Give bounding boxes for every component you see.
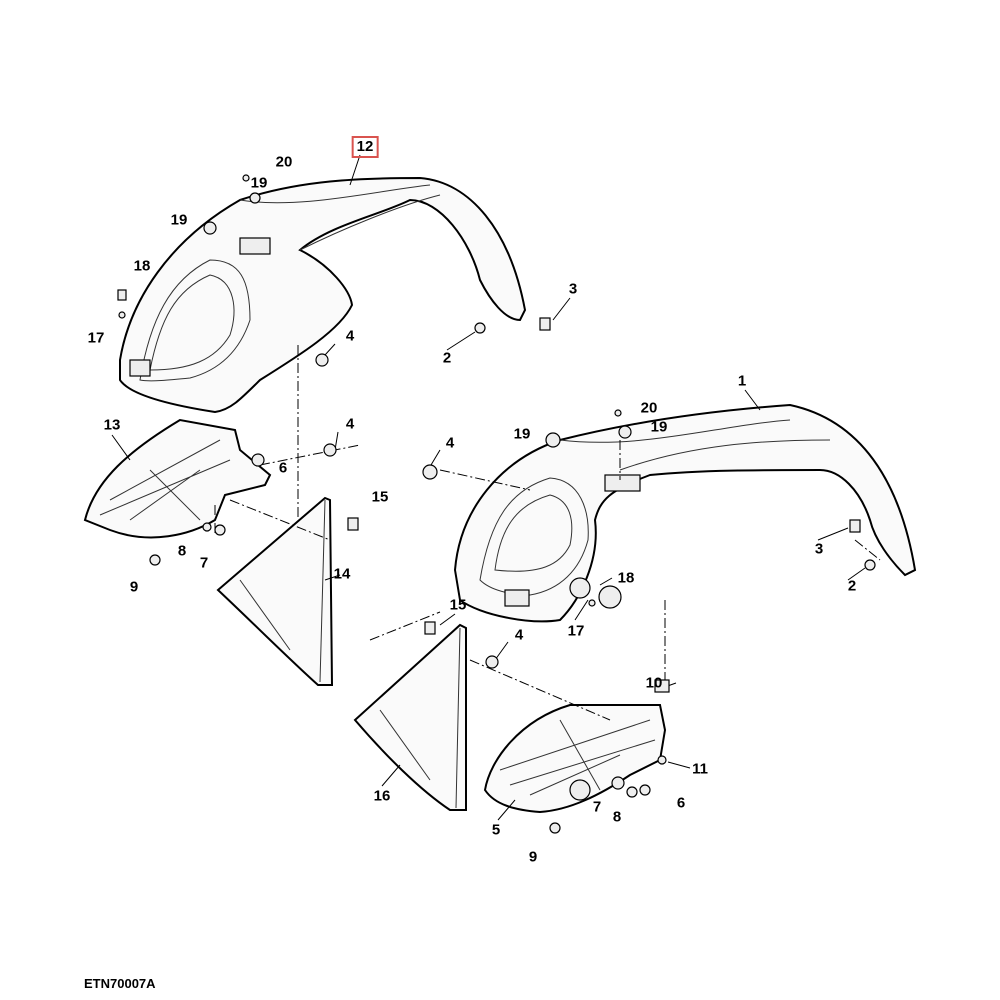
callout-3[interactable]: 3	[568, 280, 578, 298]
callout-18[interactable]: 18	[617, 569, 635, 587]
callout-15[interactable]: 15	[449, 596, 467, 614]
callout-4[interactable]: 4	[345, 415, 355, 433]
callout-17[interactable]: 17	[87, 329, 105, 347]
callout-17[interactable]: 17	[567, 622, 585, 640]
callout-6[interactable]: 6	[278, 459, 288, 477]
fender-left-part-12	[119, 176, 527, 414]
callout-19[interactable]: 19	[170, 211, 188, 229]
callout-5[interactable]: 5	[491, 821, 501, 839]
callout-4[interactable]: 4	[445, 434, 455, 452]
liner-left-part-13	[83, 418, 272, 539]
callout-6[interactable]: 6	[676, 794, 686, 812]
callout-10[interactable]: 10	[645, 674, 663, 692]
callout-19[interactable]: 19	[250, 174, 268, 192]
callout-8[interactable]: 8	[177, 542, 187, 560]
callout-3[interactable]: 3	[814, 540, 824, 558]
fender-right-part-1	[453, 403, 917, 623]
callout-15[interactable]: 15	[371, 488, 389, 506]
callout-2[interactable]: 2	[442, 349, 452, 367]
callout-20[interactable]: 20	[640, 399, 658, 417]
callout-9[interactable]: 9	[528, 848, 538, 866]
callout-12[interactable]: 12	[351, 136, 379, 158]
callout-9[interactable]: 9	[129, 578, 139, 596]
callout-7[interactable]: 7	[199, 554, 209, 572]
callout-14[interactable]: 14	[333, 565, 351, 583]
callout-19[interactable]: 19	[650, 418, 668, 436]
callout-4[interactable]: 4	[514, 626, 524, 644]
callout-18[interactable]: 18	[133, 257, 151, 275]
callout-11[interactable]: 11	[692, 760, 708, 778]
diagram-code: ETN70007A	[84, 976, 156, 991]
callout-2[interactable]: 2	[847, 577, 857, 595]
callout-4[interactable]: 4	[345, 327, 355, 345]
callout-19[interactable]: 19	[513, 425, 531, 443]
callout-8[interactable]: 8	[612, 808, 622, 826]
callout-20[interactable]: 20	[275, 153, 293, 171]
callout-13[interactable]: 13	[103, 416, 121, 434]
panel-right-part-16	[353, 623, 467, 811]
callout-16[interactable]: 16	[373, 787, 391, 805]
fasteners	[117, 174, 876, 834]
callout-1[interactable]: 1	[737, 372, 747, 390]
panel-left-part-14	[216, 496, 334, 686]
callout-7[interactable]: 7	[592, 798, 602, 816]
